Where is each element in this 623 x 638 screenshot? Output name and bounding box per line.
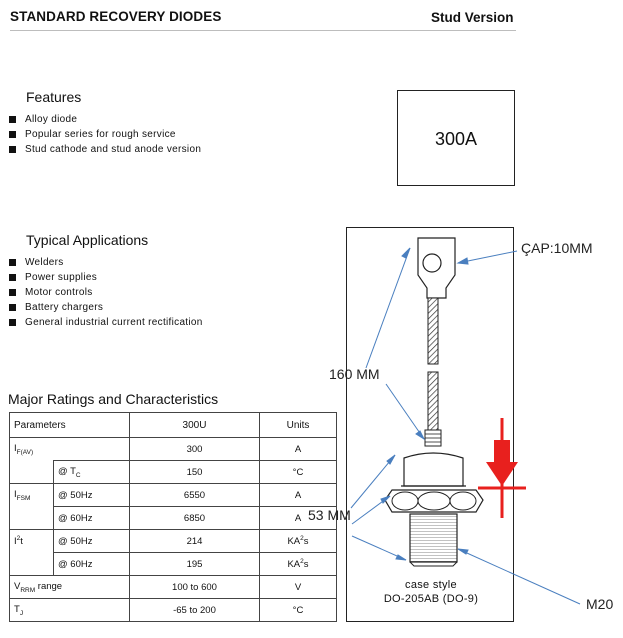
table-row: @ 60Hz 195 KA2s [9, 552, 337, 576]
applications-title: Typical Applications [26, 232, 149, 248]
table-row: VRRM range 100 to 600 V [9, 575, 337, 599]
features-title: Features [26, 89, 82, 105]
list-item: Popular series for rough service [9, 127, 201, 142]
param-unit: °C [259, 460, 337, 484]
dimension-arrows [350, 247, 581, 605]
table-row: IF(AV) 300 A [9, 437, 337, 461]
diode-symbol-icon [478, 418, 526, 518]
hex-base [384, 489, 484, 513]
bullet-icon [9, 131, 16, 138]
param-condition: @ 50Hz [53, 529, 130, 553]
header-model: 300U [129, 412, 260, 438]
bullet-icon [9, 146, 16, 153]
flexible-lead [427, 297, 439, 365]
bullet-icon [9, 319, 16, 326]
param-condition [53, 437, 130, 461]
param-unit: °C [259, 598, 337, 622]
list-item: Power supplies [9, 270, 203, 285]
table-row: TJ -65 to 200 °C [9, 598, 337, 622]
page-title: STANDARD RECOVERY DIODES [10, 9, 222, 24]
package-drawing-frame [346, 227, 514, 622]
table-title: Major Ratings and Characteristics [8, 391, 219, 407]
current-rating-box: 300A [397, 90, 515, 186]
version-title: Stud Version [431, 10, 514, 25]
header-units: Units [259, 412, 337, 438]
param-unit: KA2s [259, 529, 337, 553]
param-symbol: VRRM range [9, 575, 130, 599]
header-parameters: Parameters [9, 412, 130, 438]
table-row: @ 60Hz 6850 A [9, 506, 337, 530]
param-value: -65 to 200 [129, 598, 260, 622]
list-item: Welders [9, 255, 203, 270]
features-list: Alloy diode Popular series for rough ser… [9, 112, 201, 157]
threaded-stud [409, 513, 458, 563]
param-unit: KA2s [259, 552, 337, 576]
thread-size-label: M20 [586, 596, 614, 612]
bullet-icon [9, 304, 16, 311]
bullet-icon [9, 289, 16, 296]
list-item: Motor controls [9, 285, 203, 300]
table-row: I2t @ 50Hz 214 KA2s [9, 529, 337, 553]
list-item: Battery chargers [9, 300, 203, 315]
case-style-caption: case style DO-205AB (DO-9) [383, 579, 479, 605]
diode-body [403, 452, 464, 487]
flexible-lead-lower [427, 371, 439, 431]
param-symbol: TJ [9, 598, 130, 622]
param-symbol: I2t [9, 529, 54, 553]
param-unit: A [259, 483, 337, 507]
list-item: Stud cathode and stud anode version [9, 142, 201, 157]
length-label: 160 MM [329, 366, 380, 382]
list-item: Alloy diode [9, 112, 201, 127]
param-condition: @ 50Hz [53, 483, 130, 507]
table-row: @ TC 150 °C [9, 460, 337, 484]
table-header-row: Parameters 300U Units [9, 412, 337, 438]
param-value: 300 [129, 437, 260, 461]
hex-size-label: 53 MM [308, 507, 351, 523]
mounting-hole [422, 253, 442, 273]
ratings-table: Parameters 300U Units IF(AV) 300 A @ TC … [9, 412, 337, 622]
header-divider [10, 30, 516, 31]
param-value: 6550 [129, 483, 260, 507]
bullet-icon [9, 116, 16, 123]
table-row: IFSM @ 50Hz 6550 A [9, 483, 337, 507]
applications-list: Welders Power supplies Motor controls Ba… [9, 255, 203, 330]
bullet-icon [9, 274, 16, 281]
param-symbol: IFSM [9, 483, 54, 507]
hole-diameter-label: ÇAP:10MM [521, 240, 593, 256]
param-value: 150 [129, 460, 260, 484]
list-item: General industrial current rectification [9, 315, 203, 330]
param-condition: @ 60Hz [53, 506, 130, 530]
param-symbol: IF(AV) [9, 437, 54, 461]
current-rating-value: 300A [434, 129, 478, 149]
bullet-icon [9, 259, 16, 266]
